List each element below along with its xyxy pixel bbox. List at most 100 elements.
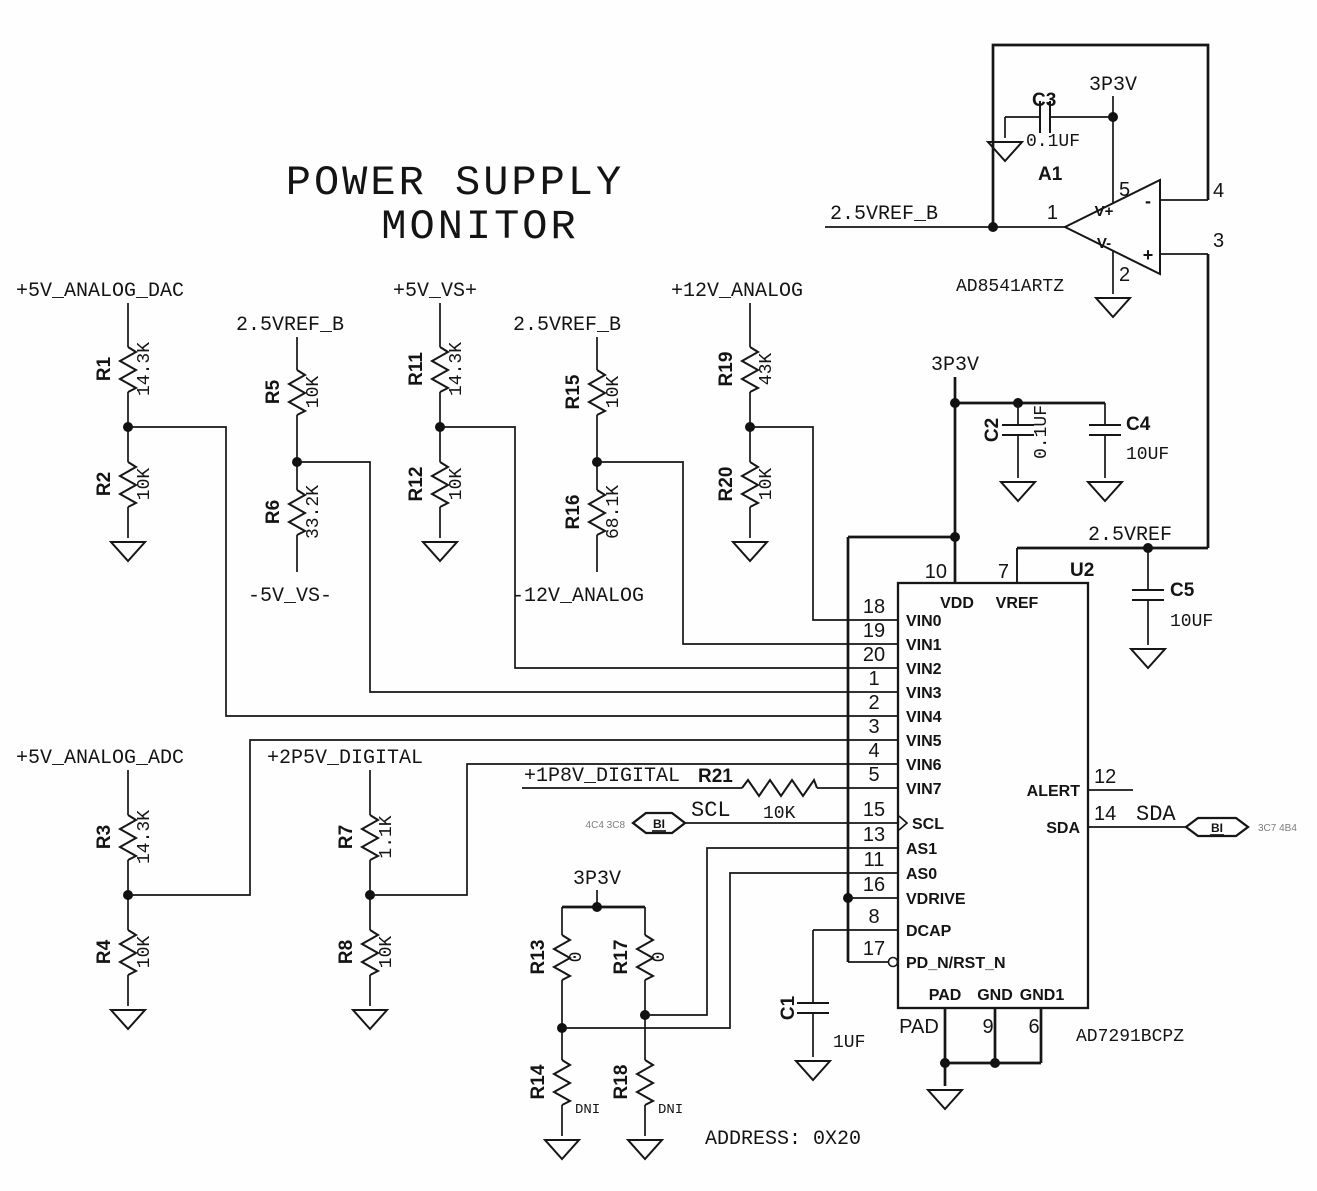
net-label-p5v-analog-dac: +5V_ANALOG_DAC	[16, 280, 184, 303]
resistor-r7-symbol	[359, 814, 381, 861]
opamp-pin3-number: 3	[1213, 230, 1224, 252]
gnd-symbol	[542, 1139, 582, 1161]
u2-pin-name-vin3: VIN3	[906, 685, 942, 702]
opamp-vplus-label: V+	[1095, 203, 1114, 220]
u2-pin-name-dcap: DCAP	[906, 923, 952, 940]
u2-pin-number-5: 5	[868, 764, 879, 786]
divider-r15-r16: 2.5VREF_B R15 10K R16 68.1K -12V_ANALOG	[512, 314, 644, 608]
u2-pin-number-20: 20	[863, 644, 885, 666]
opamp-triangle	[1062, 178, 1161, 276]
resistor-r12-ref: R12	[406, 467, 427, 502]
ic-u2-body	[896, 581, 1090, 1010]
junction-dot	[990, 1058, 1000, 1068]
gnd-symbol	[998, 481, 1038, 503]
net-label-2p5vref-b-opamp: 2.5VREF_B	[830, 203, 938, 226]
capacitor-c4-symbol	[1089, 424, 1121, 436]
resistor-r4-value: 10K	[135, 936, 155, 969]
resistor-r14-value: DNI	[575, 1102, 600, 1118]
bi-connector-sda	[1184, 816, 1250, 838]
u2-pin-name-sda: SDA	[1046, 820, 1080, 837]
u2-pin-name-alert: ALERT	[1027, 783, 1081, 800]
wire-as1	[645, 847, 898, 1016]
resistor-r21-symbol	[741, 777, 818, 798]
u2-pin-number-13: 13	[863, 824, 885, 846]
resistor-r2-symbol	[117, 461, 139, 508]
net-label-3p3v-addr: 3P3V	[573, 868, 621, 891]
gnd-symbol	[350, 1009, 390, 1031]
vdd-rail: 3P3V C2 0.1UF C4 10UF	[843, 354, 1169, 968]
resistor-r6-value: 33.2K	[304, 485, 324, 539]
wire-vin3	[297, 461, 898, 693]
title-line1: POWER SUPPLY	[286, 159, 624, 207]
opamp-plus-sign: +	[1143, 245, 1154, 265]
divider-r1-r2: +5V_ANALOG_DAC R1 14.3K R2 10K	[16, 280, 184, 563]
resistor-r15-symbol	[586, 369, 608, 416]
inversion-bubble	[887, 956, 899, 968]
wire-vin1	[597, 461, 898, 645]
gnd-symbol	[1085, 481, 1125, 503]
net-label-3p3v-vdd: 3P3V	[931, 354, 979, 377]
wire-2p5vref	[1017, 254, 1210, 550]
resistor-r4-symbol	[117, 929, 139, 976]
resistor-r19-value: 43K	[757, 353, 777, 386]
capacitor-c2-ref: C2	[982, 418, 1003, 442]
resistor-r3-ref: R3	[94, 825, 115, 849]
resistor-r5-ref: R5	[263, 379, 284, 404]
u2-pin-name-vin7: VIN7	[906, 781, 942, 798]
opamp-pin4-number: 4	[1213, 180, 1224, 202]
gnd-symbol	[108, 1009, 148, 1031]
u2-pin-number-pad: PAD	[899, 1016, 939, 1038]
ic-u2-part-number: AD7291BCPZ	[1076, 1027, 1184, 1047]
wire-vin6	[370, 763, 898, 896]
bi-connector-scl-label: BI	[653, 817, 665, 831]
opamp-pin2-number: 2	[1119, 264, 1130, 286]
ic-u2: U2 AD7291BCPZ 18 19 20 1 2 3 4 5 15 13 1…	[863, 548, 1186, 1111]
resistor-r16-symbol	[586, 489, 608, 536]
resistor-r21-value: 10K	[763, 804, 796, 824]
resistor-r1-symbol	[117, 346, 139, 393]
u2-pin-name-as1: AS1	[906, 841, 937, 858]
resistor-r17-symbol	[634, 934, 656, 981]
resistor-r19-ref: R19	[716, 352, 737, 387]
resistor-r13-ref: R13	[528, 940, 549, 975]
resistor-r15-ref: R15	[563, 374, 584, 409]
u2-pin-name-as0: AS0	[906, 866, 937, 883]
u2-pin-number-12: 12	[1094, 766, 1116, 788]
resistor-r3-value: 14.3K	[135, 810, 155, 864]
divider-r3-r4: +5V_ANALOG_ADC R3 14.3K R4 10K	[16, 747, 184, 1031]
feedback-loop-wire	[991, 43, 1210, 227]
r21-branch: +1P8V_DIGITAL R21 10K	[522, 765, 898, 824]
net-label-scl: SCL	[691, 798, 731, 823]
resistor-r6-ref: R6	[263, 500, 284, 524]
u2-pin-name-vin5: VIN5	[906, 733, 942, 750]
u2-pin-number-4: 4	[868, 740, 879, 762]
resistor-r20-ref: R20	[716, 467, 737, 502]
resistor-r2-ref: R2	[94, 472, 115, 496]
net-label-2p5vref-b-1: 2.5VREF_B	[236, 314, 344, 337]
resistor-r7-value: 1.1K	[377, 815, 397, 858]
net-label-n5v-vs: -5V_VS-	[248, 585, 332, 608]
resistor-r11-value: 14.3K	[447, 342, 467, 396]
opamp-part-number: AD8541ARTZ	[956, 277, 1064, 297]
net-label-p5v-vs: +5V_VS+	[393, 280, 477, 303]
opamp-pin5-number: 5	[1119, 179, 1130, 201]
sheet-refs-scl: 4C4 3C8	[586, 820, 626, 831]
divider-r5-r6: 2.5VREF_B R5 10K R6 33.2K -5V_VS-	[236, 314, 344, 608]
resistor-r14-ref: R14	[528, 1064, 549, 1099]
resistor-r14-symbol	[551, 1059, 573, 1106]
resistor-r13-value: 0	[567, 952, 587, 963]
u2-pin-number-7: 7	[998, 561, 1009, 583]
resistor-r16-ref: R16	[563, 495, 584, 530]
bi-connector-sda-label: BI	[1211, 821, 1223, 835]
u2-pin-number-8: 8	[868, 906, 879, 928]
resistor-r12-symbol	[429, 461, 451, 508]
capacitor-c2-value: 0.1UF	[1032, 405, 1052, 459]
resistor-r6-symbol	[286, 489, 308, 536]
resistor-r1-value: 14.3K	[135, 342, 155, 396]
resistor-r20-value: 10K	[757, 468, 777, 501]
resistor-r11-ref: R11	[406, 352, 427, 386]
sheet-refs-sda: 3C7 4B4	[1258, 823, 1297, 834]
resistor-r8-value: 10K	[377, 936, 397, 969]
resistor-r21-ref: R21	[698, 766, 733, 787]
u2-pin-number-9: 9	[982, 1016, 993, 1038]
